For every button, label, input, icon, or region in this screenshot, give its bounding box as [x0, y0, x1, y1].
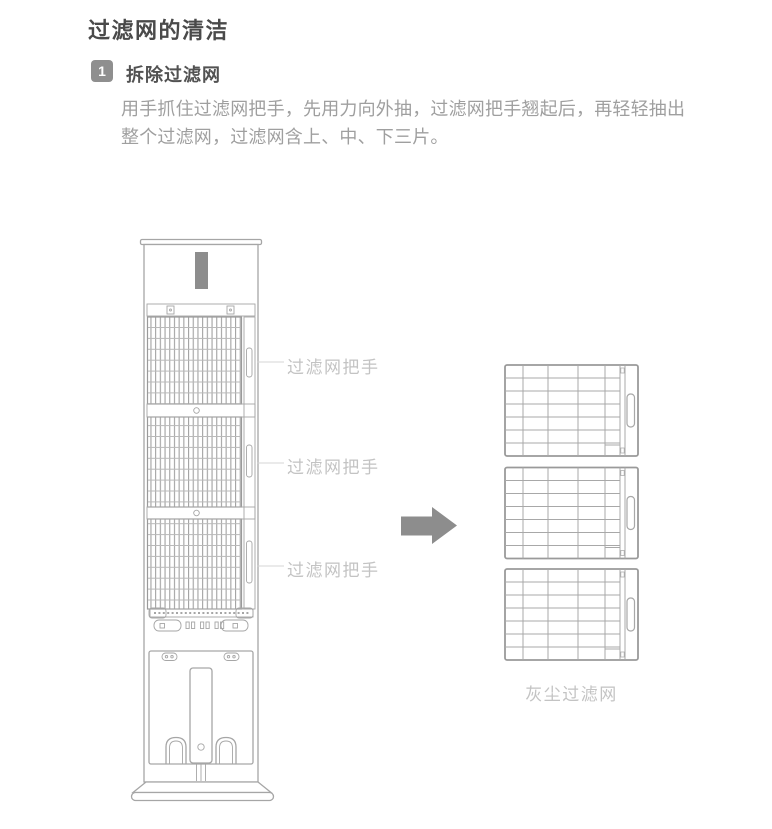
tower-top-cap — [139, 238, 263, 246]
filter-grid-top — [146, 316, 243, 405]
filter-handle-label-2: 过滤网把手 — [287, 458, 380, 477]
filter-clip-strip — [146, 303, 256, 317]
filter-handle-label-1: 过滤网把手 — [287, 358, 380, 377]
center-slot-screw — [197, 743, 205, 751]
step-number-badge: 1 — [91, 60, 113, 82]
cord-hook-left — [165, 736, 187, 764]
filter-divider-2 — [146, 506, 256, 520]
dust-filter-panel-1 — [504, 364, 639, 457]
step-title: 拆除过滤网 — [126, 65, 221, 85]
cord-hook-right — [215, 736, 237, 764]
center-slot — [189, 667, 213, 764]
pedestal-base — [130, 781, 275, 802]
connector-row — [153, 619, 249, 632]
arrow-right-icon — [401, 507, 457, 544]
dust-filter-panel-3 — [504, 568, 639, 661]
lower-panel — [148, 650, 254, 781]
filter-handle-label-3: 过滤网把手 — [287, 561, 380, 580]
filter-handle-1 — [246, 347, 253, 378]
page-title: 过滤网的清洁 — [88, 18, 230, 43]
vent-left — [161, 652, 178, 661]
filter-base-rail — [148, 607, 254, 619]
step-body-line-2: 整个过滤网，过滤网含上、中、下三片。 — [121, 127, 449, 147]
tower-device — [130, 238, 275, 802]
filter-grid-middle — [146, 416, 243, 508]
filter-grid-bottom — [146, 518, 243, 610]
vent-right — [223, 652, 240, 661]
power-cord — [196, 764, 206, 781]
top-handle-slot — [195, 252, 208, 289]
filter-handle-2 — [246, 444, 253, 478]
dust-filter-panel-2 — [504, 466, 639, 560]
dust-filter-caption: 灰尘过滤网 — [525, 685, 618, 704]
step-body-line-1: 用手抓住过滤网把手，先用力向外抽，过滤网把手翘起后，再轻轻抽出 — [121, 99, 686, 119]
filter-divider-1 — [146, 403, 256, 418]
filter-handle-3 — [246, 540, 253, 584]
